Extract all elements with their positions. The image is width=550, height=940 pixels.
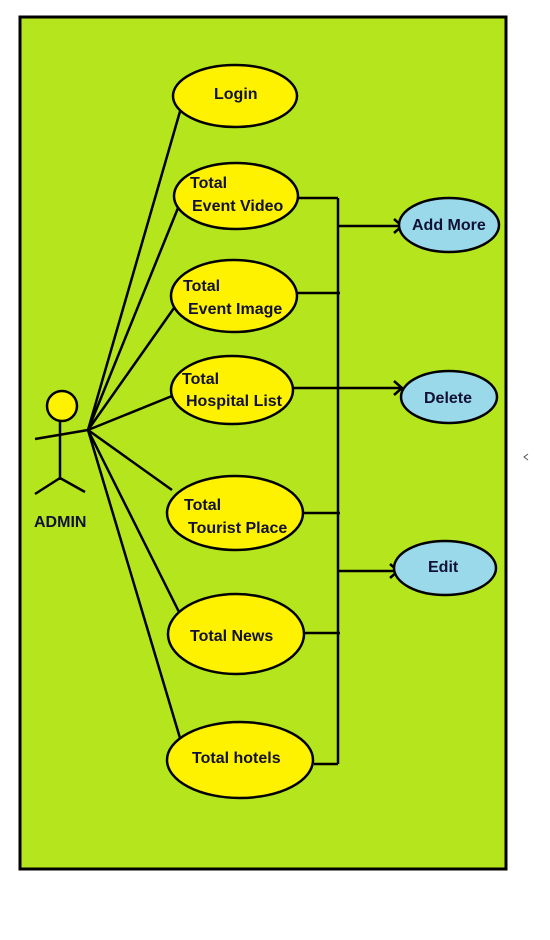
use-case-tourist-place-shape <box>165 474 305 552</box>
assoc-event-image <box>86 307 176 431</box>
stick-figure-icon <box>34 389 89 496</box>
actor-left-leg <box>34 476 61 496</box>
assoc-hotels <box>86 429 182 739</box>
use-case-login-label: Login <box>214 86 258 103</box>
assoc-tourist-place <box>87 428 173 492</box>
use-case-hospital-list-line-2: Hospital List <box>186 393 283 410</box>
action-add-more-shape <box>397 196 501 254</box>
actor-label: ADMIN <box>34 514 86 531</box>
use-case-event-image-line-1: Total <box>183 278 220 295</box>
actor-right-leg <box>59 476 86 494</box>
use-case-event-image[interactable]: Total Event Image <box>169 258 299 334</box>
assoc-news <box>86 429 182 615</box>
use-case-event-video-shape <box>172 161 300 231</box>
action-add-more[interactable]: Add More <box>397 196 501 254</box>
use-case-login-shape <box>171 63 299 129</box>
use-case-hotels[interactable]: Total hotels <box>165 720 315 800</box>
use-case-news-label: Total News <box>190 628 273 645</box>
use-case-news[interactable]: Total News <box>166 592 306 676</box>
use-case-tourist-place-line-2: Tourist Place <box>188 520 287 537</box>
use-case-login[interactable]: Login <box>171 63 299 129</box>
action-delete-label: Delete <box>424 390 472 407</box>
action-delete[interactable]: Delete <box>399 369 499 425</box>
actor-head <box>45 389 79 423</box>
action-edit[interactable]: Edit <box>392 539 498 597</box>
action-edit-label: Edit <box>428 559 459 576</box>
use-case-event-image-line-2: Event Image <box>188 301 282 318</box>
actor-associations <box>86 107 183 739</box>
stray-mark <box>523 453 529 461</box>
use-case-tourist-place-line-1: Total <box>184 497 221 514</box>
use-case-event-video-line-2: Event Video <box>192 198 284 215</box>
arrow-head-delete <box>393 380 404 396</box>
use-case-hotels-label: Total hotels <box>192 750 281 767</box>
use-case-hospital-list-line-1: Total <box>182 371 219 388</box>
use-case-tourist-place[interactable]: Total Tourist Place <box>165 474 305 552</box>
action-delete-shape <box>399 369 499 425</box>
use-case-hospital-list-shape <box>169 354 295 426</box>
use-case-event-image-shape <box>169 258 299 334</box>
assoc-login <box>86 107 183 431</box>
use-case-news-shape <box>166 592 306 676</box>
use-case-hotels-shape <box>165 720 315 800</box>
use-case-event-video-line-1: Total <box>190 175 227 192</box>
assoc-event-video <box>86 207 180 431</box>
action-edit-shape <box>392 539 498 597</box>
actor-arms <box>34 428 89 441</box>
assoc-hospital-list <box>87 394 173 432</box>
action-add-more-label: Add More <box>412 217 486 234</box>
use-case-event-video[interactable]: Total Event Video <box>172 161 300 231</box>
use-case-hospital-list[interactable]: Total Hospital List <box>169 354 295 426</box>
